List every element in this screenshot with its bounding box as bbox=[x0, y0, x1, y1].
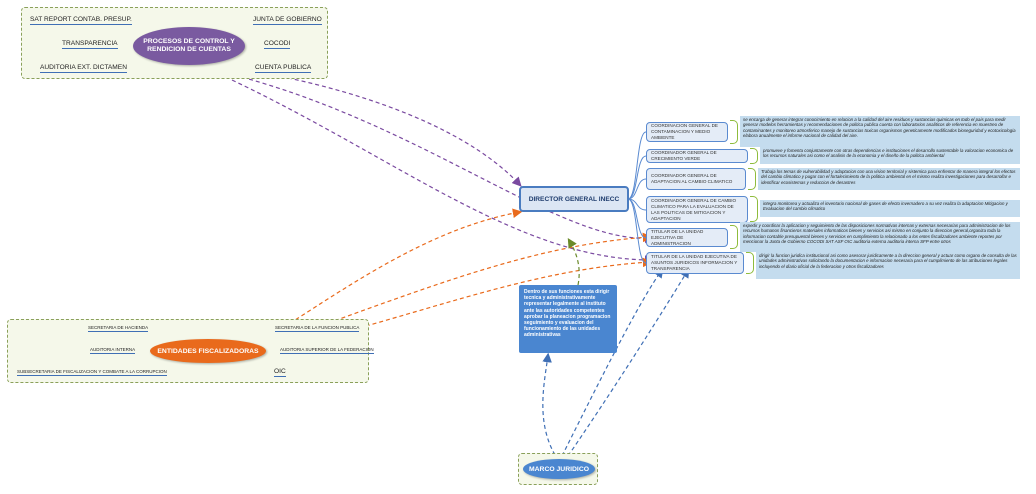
unit-contaminacion[interactable]: COORDINACION GENERAL DE CONTAMINACION Y … bbox=[646, 122, 728, 142]
desc-crecimiento: promueve y fomenta conjuntamente con otr… bbox=[760, 147, 1020, 164]
procesos-hub[interactable]: PROCESOS DE CONTROL Y RENDICION DE CUENT… bbox=[133, 27, 245, 65]
unit-adaptacion[interactable]: COORDINADOR GENERAL DE ADAPTACION AL CAM… bbox=[646, 168, 746, 190]
director-node[interactable]: DIRECTOR GENERAL INECC bbox=[519, 186, 629, 212]
unit-crecimiento-verde[interactable]: COORDINADOR GENERAL DE CRECIMIENTO VERDE bbox=[646, 149, 748, 163]
director-functions-note: Dentro de sus funciones esta dirigir tec… bbox=[519, 285, 617, 353]
marco-hub[interactable]: MARCO JURIDICO bbox=[523, 459, 595, 479]
desc-adaptacion: Trabaja los temas de vulnerabilidad y ad… bbox=[758, 168, 1020, 190]
procesos-item-auditoria-ext[interactable]: AUDITORIA EXT. DICTAMEN bbox=[40, 64, 127, 73]
brace-administracion bbox=[730, 225, 738, 249]
procesos-item-sat[interactable]: SAT REPORT CONTAB. PRESUP. bbox=[30, 16, 132, 25]
entidades-item-auditoria-interna[interactable]: AUDITORIA INTERNA bbox=[90, 347, 136, 354]
desc-contaminacion: se encarga de generar integrar conocimie… bbox=[740, 116, 1020, 147]
brace-adaptacion bbox=[748, 168, 756, 190]
entidades-item-hacienda[interactable]: SECRETARIA DE HACIENDA bbox=[88, 325, 149, 332]
brace-juridicos bbox=[746, 252, 754, 274]
brace-crecimiento bbox=[750, 148, 758, 164]
brace-cambio bbox=[750, 196, 758, 222]
entidades-item-oic[interactable]: OIC bbox=[274, 368, 286, 377]
entidades-hub[interactable]: ENTIDADES FISCALIZADORAS bbox=[150, 339, 266, 363]
procesos-item-junta[interactable]: JUNTA DE GOBIERNO bbox=[253, 16, 322, 25]
entidades-item-sfp[interactable]: SECRETARIA DE LA FUNCION PUBLICA bbox=[275, 325, 360, 332]
unit-administracion[interactable]: TITULAR DE LA UNIDAD EJECUTIVA DE ADMINI… bbox=[646, 228, 728, 247]
desc-administracion: expedir y coordinar la aplicacion y segu… bbox=[740, 222, 1020, 252]
entidades-item-asf[interactable]: AUDITORIA SUPERIOR DE LA FEDERACION bbox=[280, 347, 374, 354]
entidades-item-subsecretaria[interactable]: SUBSECRETARIA DE FISCALIZACION Y COMBATE… bbox=[17, 369, 167, 376]
desc-cambio: integra monitorea y actualiza el inventa… bbox=[760, 200, 1020, 217]
unit-cambio-climatico[interactable]: COORDINADOR GENERAL DE CAMBIO CLIMATICO … bbox=[646, 196, 748, 223]
procesos-item-cuenta-publica[interactable]: CUENTA PUBLICA bbox=[255, 64, 312, 73]
procesos-item-transparencia[interactable]: TRANSPARENCIA bbox=[62, 40, 118, 49]
brace-contaminacion bbox=[730, 120, 738, 144]
unit-juridicos[interactable]: TITULAR DE LA UNIDAD EJECUTIVA DE ASUNTO… bbox=[646, 252, 744, 274]
procesos-item-cocodi[interactable]: COCODI bbox=[264, 40, 291, 49]
desc-juridicos: dirigir la funcion juridica instituciona… bbox=[756, 252, 1020, 279]
